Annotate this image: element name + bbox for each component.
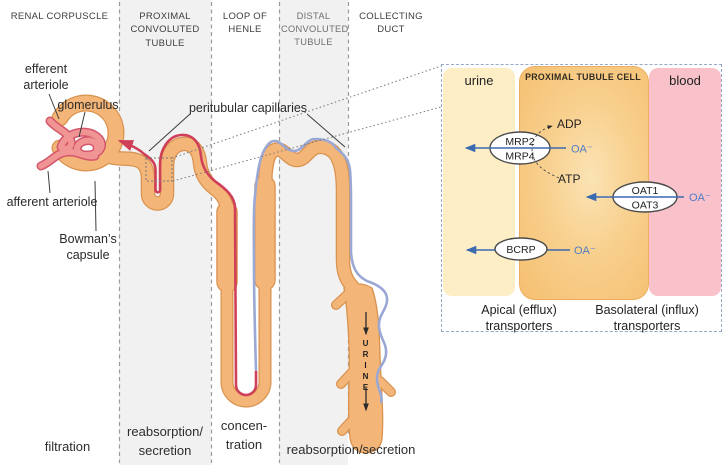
label-bowmans-capsule: Bowman’s capsule bbox=[59, 232, 117, 263]
bcrp-label: BCRP bbox=[506, 244, 535, 256]
mrp2-label: MRP2 bbox=[505, 136, 534, 148]
proximal-column-band bbox=[119, 0, 211, 465]
tubule-fill bbox=[52, 95, 395, 435]
peritubular-capillary-blue bbox=[252, 137, 389, 404]
label-peritubular-capillaries: peritubular capillaries bbox=[188, 101, 308, 115]
inset-mrp-transporter: MRP2 MRP4 ADP ATP OA⁻ bbox=[464, 117, 593, 186]
inset-oat-transporter: OAT1 OAT3 OA⁻ bbox=[585, 181, 711, 213]
label-afferent-arteriole: afferent arteriole bbox=[6, 195, 98, 209]
peritubular-capillary-red bbox=[117, 133, 258, 397]
column-header-collecting: COLLECTING DUCT bbox=[359, 11, 423, 36]
column-separator-lines bbox=[118, 2, 350, 463]
inset-callout bbox=[145, 65, 442, 182]
label-efferent-arteriole: efferent arteriole bbox=[23, 62, 69, 93]
inset-cell-compartment bbox=[519, 66, 649, 300]
inset-urine-label: urine bbox=[464, 73, 494, 88]
inset-caption-basolateral: Basolateral (influx) transporters bbox=[595, 303, 699, 334]
column-header-proximal: PROXIMAL CONVOLUTED TUBULE bbox=[130, 11, 200, 49]
atp-label: ATP bbox=[558, 172, 580, 186]
mrp4-label: MRP4 bbox=[505, 151, 534, 163]
function-concentration: concen- tration bbox=[220, 418, 268, 452]
function-reabsorption-secretion-proximal: reabsorption/ secretion bbox=[127, 424, 203, 458]
adp-label: ADP bbox=[557, 117, 582, 131]
inset-urine-compartment bbox=[443, 68, 515, 296]
organic-anion-label: OA⁻ bbox=[689, 192, 711, 204]
inset-cell-label: PROXIMAL TUBULE CELL bbox=[525, 72, 641, 82]
inset-caption-apical: Apical (efflux) transporters bbox=[481, 303, 557, 334]
oat1-label: OAT1 bbox=[632, 185, 659, 197]
function-filtration: filtration bbox=[44, 439, 91, 454]
urine-flow-label: URINE bbox=[361, 339, 370, 394]
collecting-duct bbox=[343, 283, 384, 454]
label-leader-lines bbox=[47, 93, 346, 232]
inset-blood-compartment bbox=[649, 68, 721, 296]
function-reabsorption-secretion-distal: reabsorption/secretion bbox=[286, 442, 416, 457]
column-header-loop: LOOP OF HENLE bbox=[222, 11, 268, 36]
column-header-renal-corpuscle: RENAL CORPUSCLE bbox=[10, 11, 109, 22]
inset-blood-label: blood bbox=[669, 73, 701, 88]
oat3-label: OAT3 bbox=[632, 200, 659, 212]
organic-anion-label: OA⁻ bbox=[571, 144, 593, 156]
column-header-distal: DISTAL CONVOLUTED TUBULE bbox=[281, 11, 349, 48]
organic-anion-label: OA⁻ bbox=[574, 245, 596, 257]
inset-bcrp-transporter: BCRP OA⁻ bbox=[465, 237, 596, 261]
label-glomerulus: glomerulus bbox=[57, 98, 119, 112]
glomerulus-capillary-tuft bbox=[36, 116, 106, 171]
